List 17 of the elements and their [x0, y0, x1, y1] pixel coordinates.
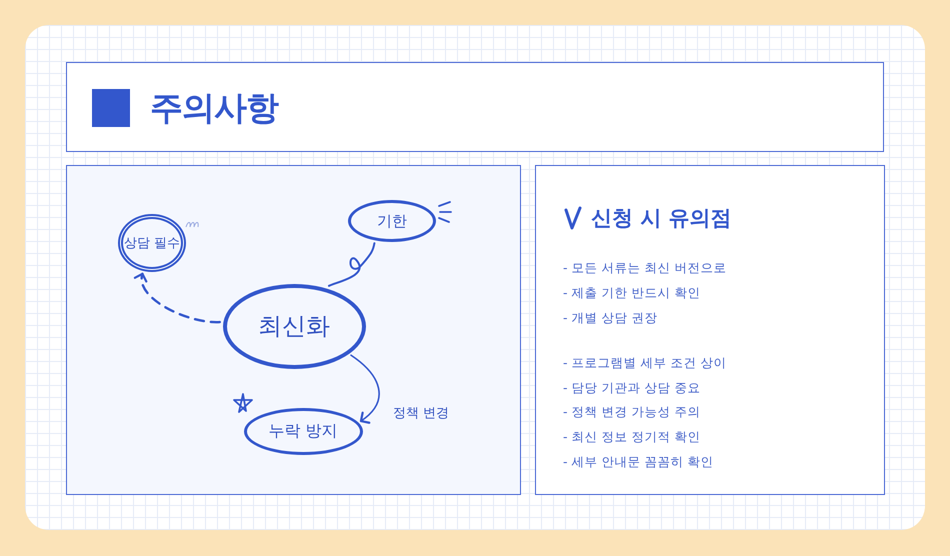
ellipse-node: 최신화: [222, 284, 366, 368]
list-item: - 모든 서류는 최신 버전으로: [563, 259, 726, 277]
connector-line: [328, 242, 376, 287]
list-item: - 개별 상담 권장: [563, 309, 658, 327]
ellipse-node: 기한: [348, 200, 436, 242]
arrow: [134, 272, 221, 324]
list-item: - 프로그램별 세부 조건 상이: [563, 354, 726, 372]
list-item: - 최신 정보 정기적 확인: [563, 428, 700, 446]
panel-heading: 신청 시 유의점: [591, 205, 732, 232]
list-item: - 세부 안내문 꼼꼼히 확인: [563, 453, 714, 471]
ellipse-node: 상담 필수: [118, 214, 186, 272]
ellipse-node: 누락 방지: [244, 408, 362, 454]
arrow: [350, 354, 380, 424]
list-item: - 정책 변경 가능성 주의: [563, 403, 700, 421]
list-item: - 제출 기한 반드시 확인: [563, 284, 700, 302]
list-item: - 담당 기관과 상담 중요: [563, 379, 700, 397]
title: 주의사항: [150, 87, 278, 129]
